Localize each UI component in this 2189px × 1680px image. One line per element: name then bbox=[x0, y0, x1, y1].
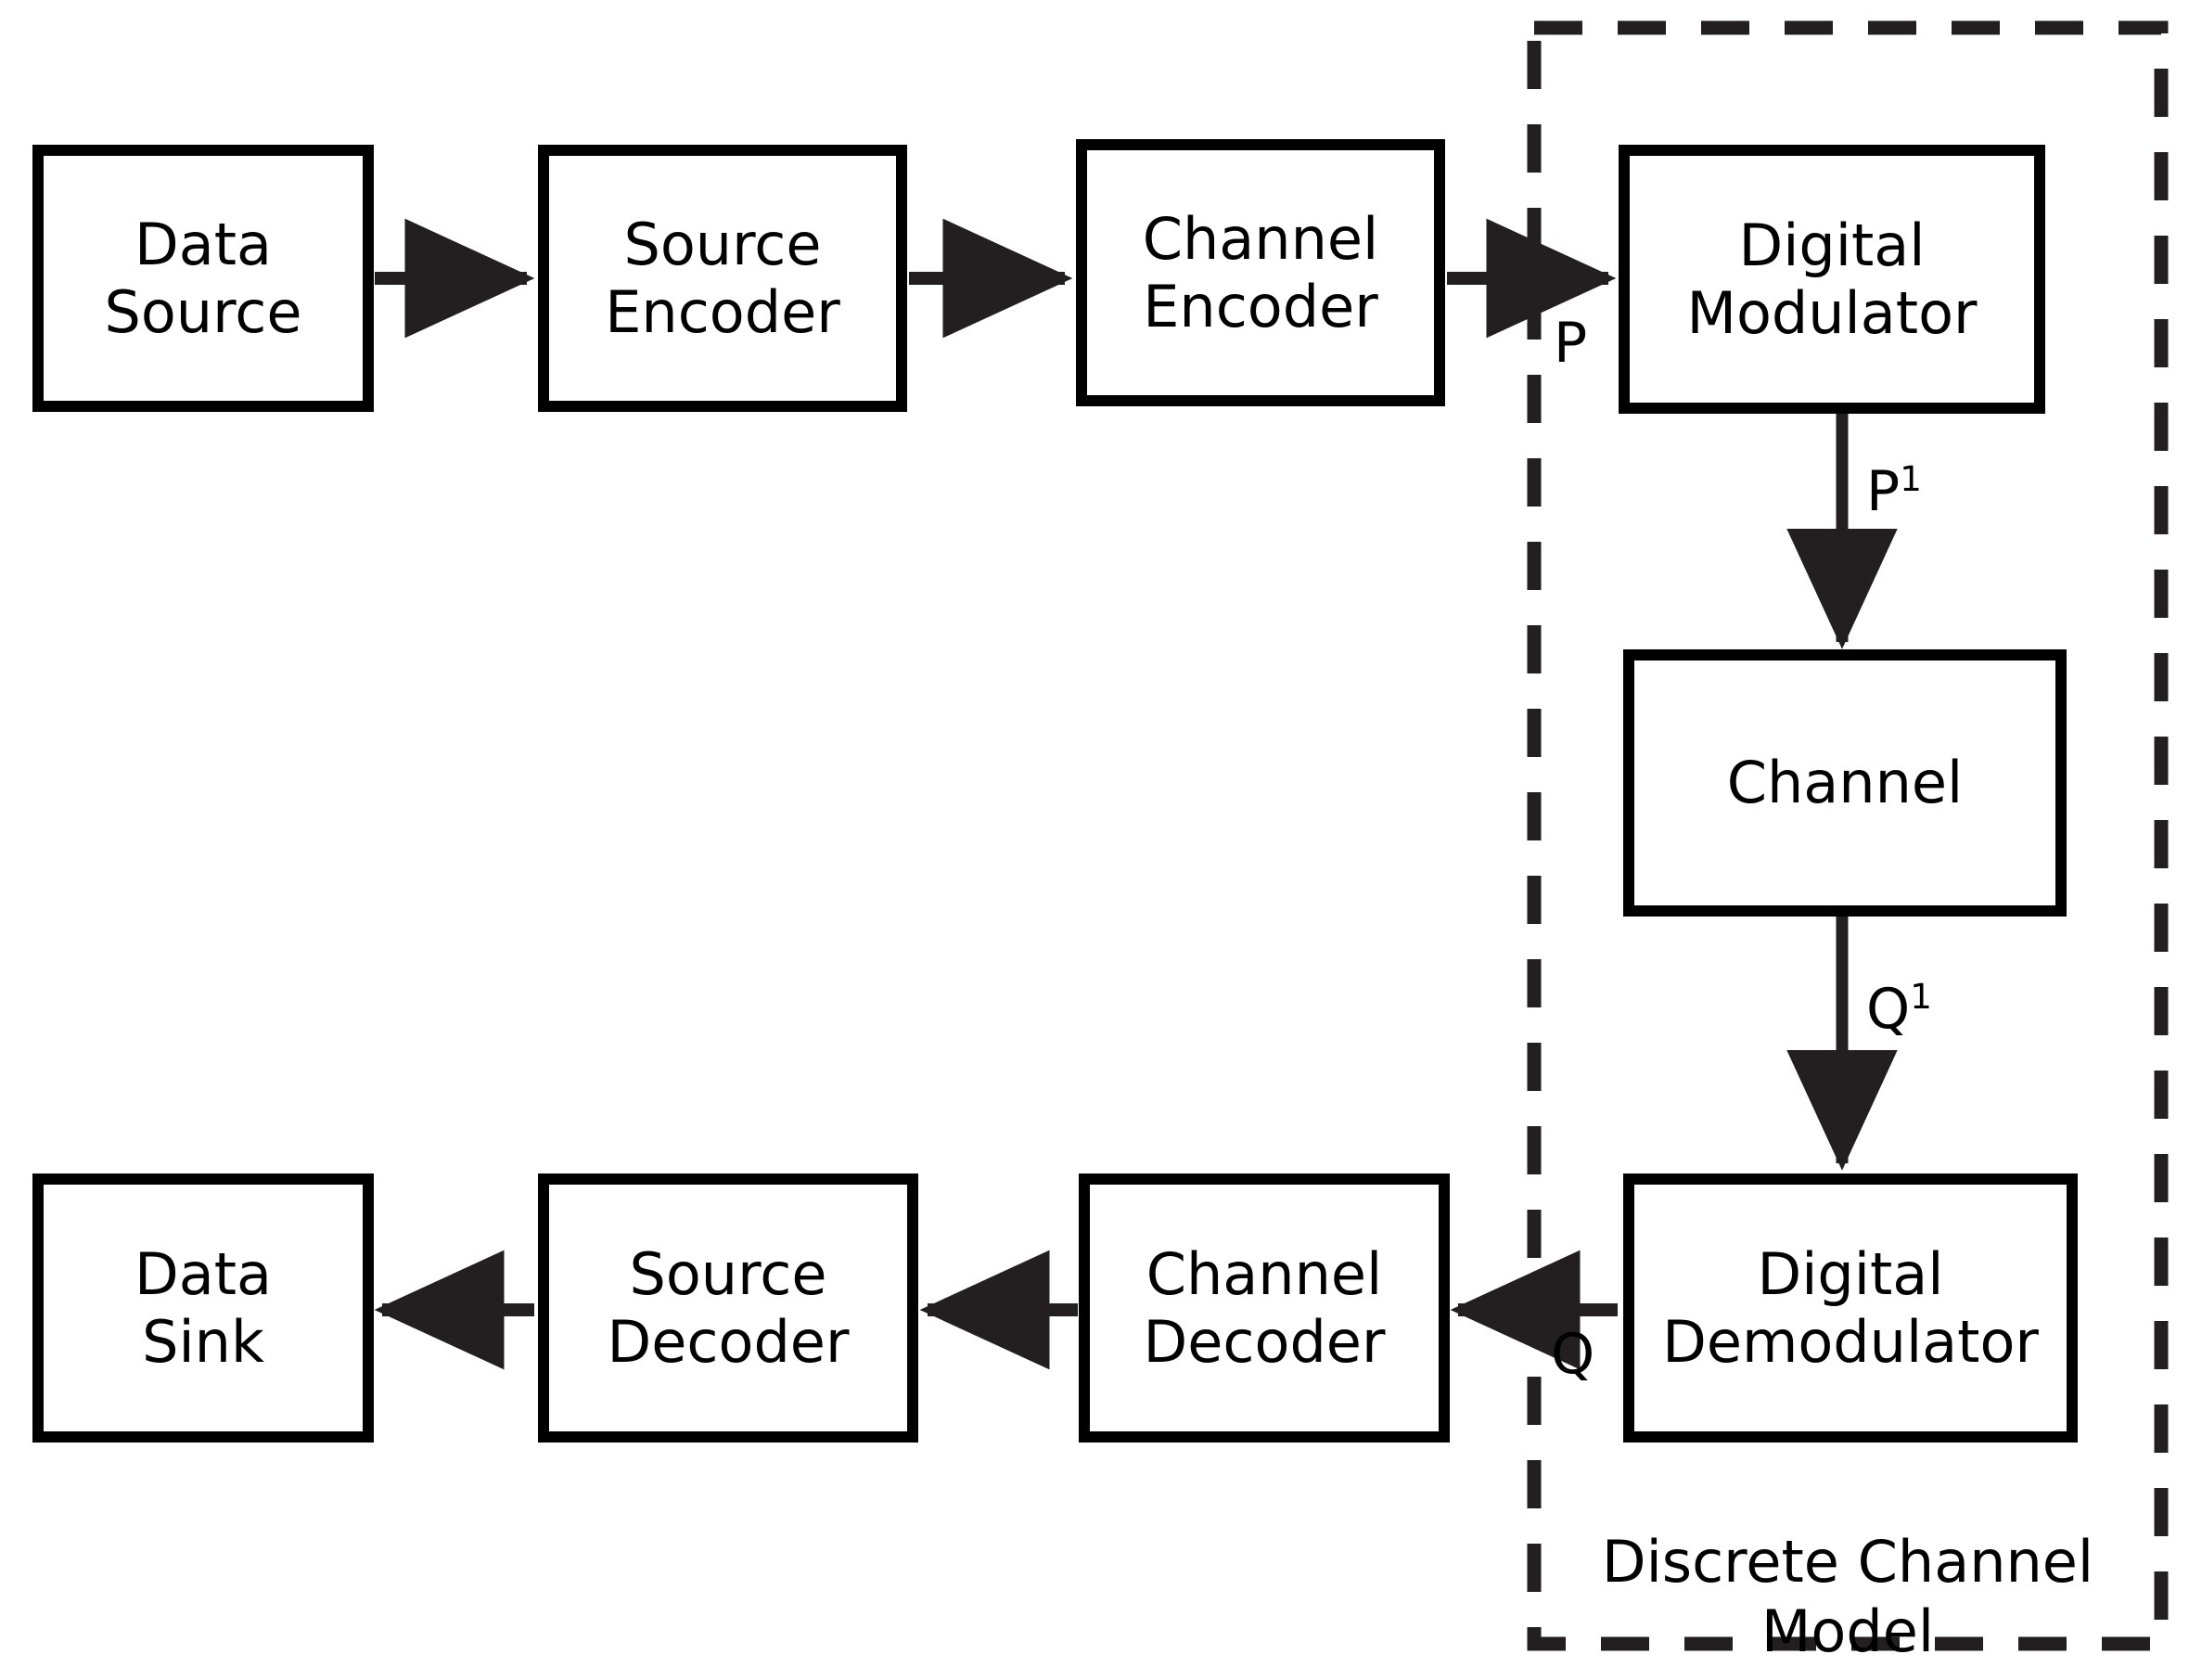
discrete-channel-model-caption-text: Discrete Channel Model bbox=[1601, 1527, 2094, 1666]
block-digital-demodulator-label: Digital Demodulator bbox=[1662, 1239, 2039, 1376]
edge-label-p-prime: P1 bbox=[1866, 461, 1922, 519]
edge-label-q-text: Q bbox=[1551, 1322, 1595, 1387]
edge-label-q-prime-base: Q bbox=[1866, 977, 1911, 1042]
block-data-sink[interactable]: Data Sink bbox=[32, 1173, 374, 1443]
block-data-source-label: Data Source bbox=[104, 210, 302, 346]
block-data-sink-label: Data Sink bbox=[134, 1239, 273, 1376]
discrete-channel-model-region bbox=[1527, 20, 2169, 1651]
block-digital-modulator-label: Digital Modulator bbox=[1686, 211, 1978, 347]
block-channel-encoder[interactable]: Channel Encoder bbox=[1076, 139, 1445, 406]
edge-label-p-prime-superscript: 1 bbox=[1900, 458, 1922, 499]
edge-label-q: Q bbox=[1551, 1327, 1594, 1382]
block-channel-decoder-label: Channel Decoder bbox=[1143, 1239, 1386, 1376]
edge-label-p-text: P bbox=[1554, 311, 1588, 376]
edge-label-q-prime: Q1 bbox=[1866, 979, 1932, 1037]
block-channel-decoder[interactable]: Channel Decoder bbox=[1079, 1173, 1450, 1443]
block-channel-label: Channel bbox=[1726, 749, 1964, 817]
block-digital-demodulator[interactable]: Digital Demodulator bbox=[1623, 1173, 2078, 1443]
block-channel[interactable]: Channel bbox=[1623, 649, 2067, 917]
block-source-decoder-label: Source Decoder bbox=[607, 1239, 850, 1376]
discrete-channel-model-caption: Discrete Channel Model bbox=[1540, 1456, 2156, 1667]
block-source-encoder[interactable]: Source Encoder bbox=[538, 145, 907, 412]
edge-label-p-prime-base: P bbox=[1866, 459, 1901, 524]
block-source-encoder-label: Source Encoder bbox=[605, 210, 840, 346]
edge-label-q-prime-superscript: 1 bbox=[1910, 976, 1932, 1017]
edge-label-p: P bbox=[1554, 315, 1587, 371]
block-channel-encoder-label: Channel Encoder bbox=[1142, 204, 1379, 340]
block-data-source[interactable]: Data Source bbox=[32, 145, 374, 412]
block-source-decoder[interactable]: Source Decoder bbox=[538, 1173, 918, 1443]
block-digital-modulator[interactable]: Digital Modulator bbox=[1619, 145, 2045, 414]
